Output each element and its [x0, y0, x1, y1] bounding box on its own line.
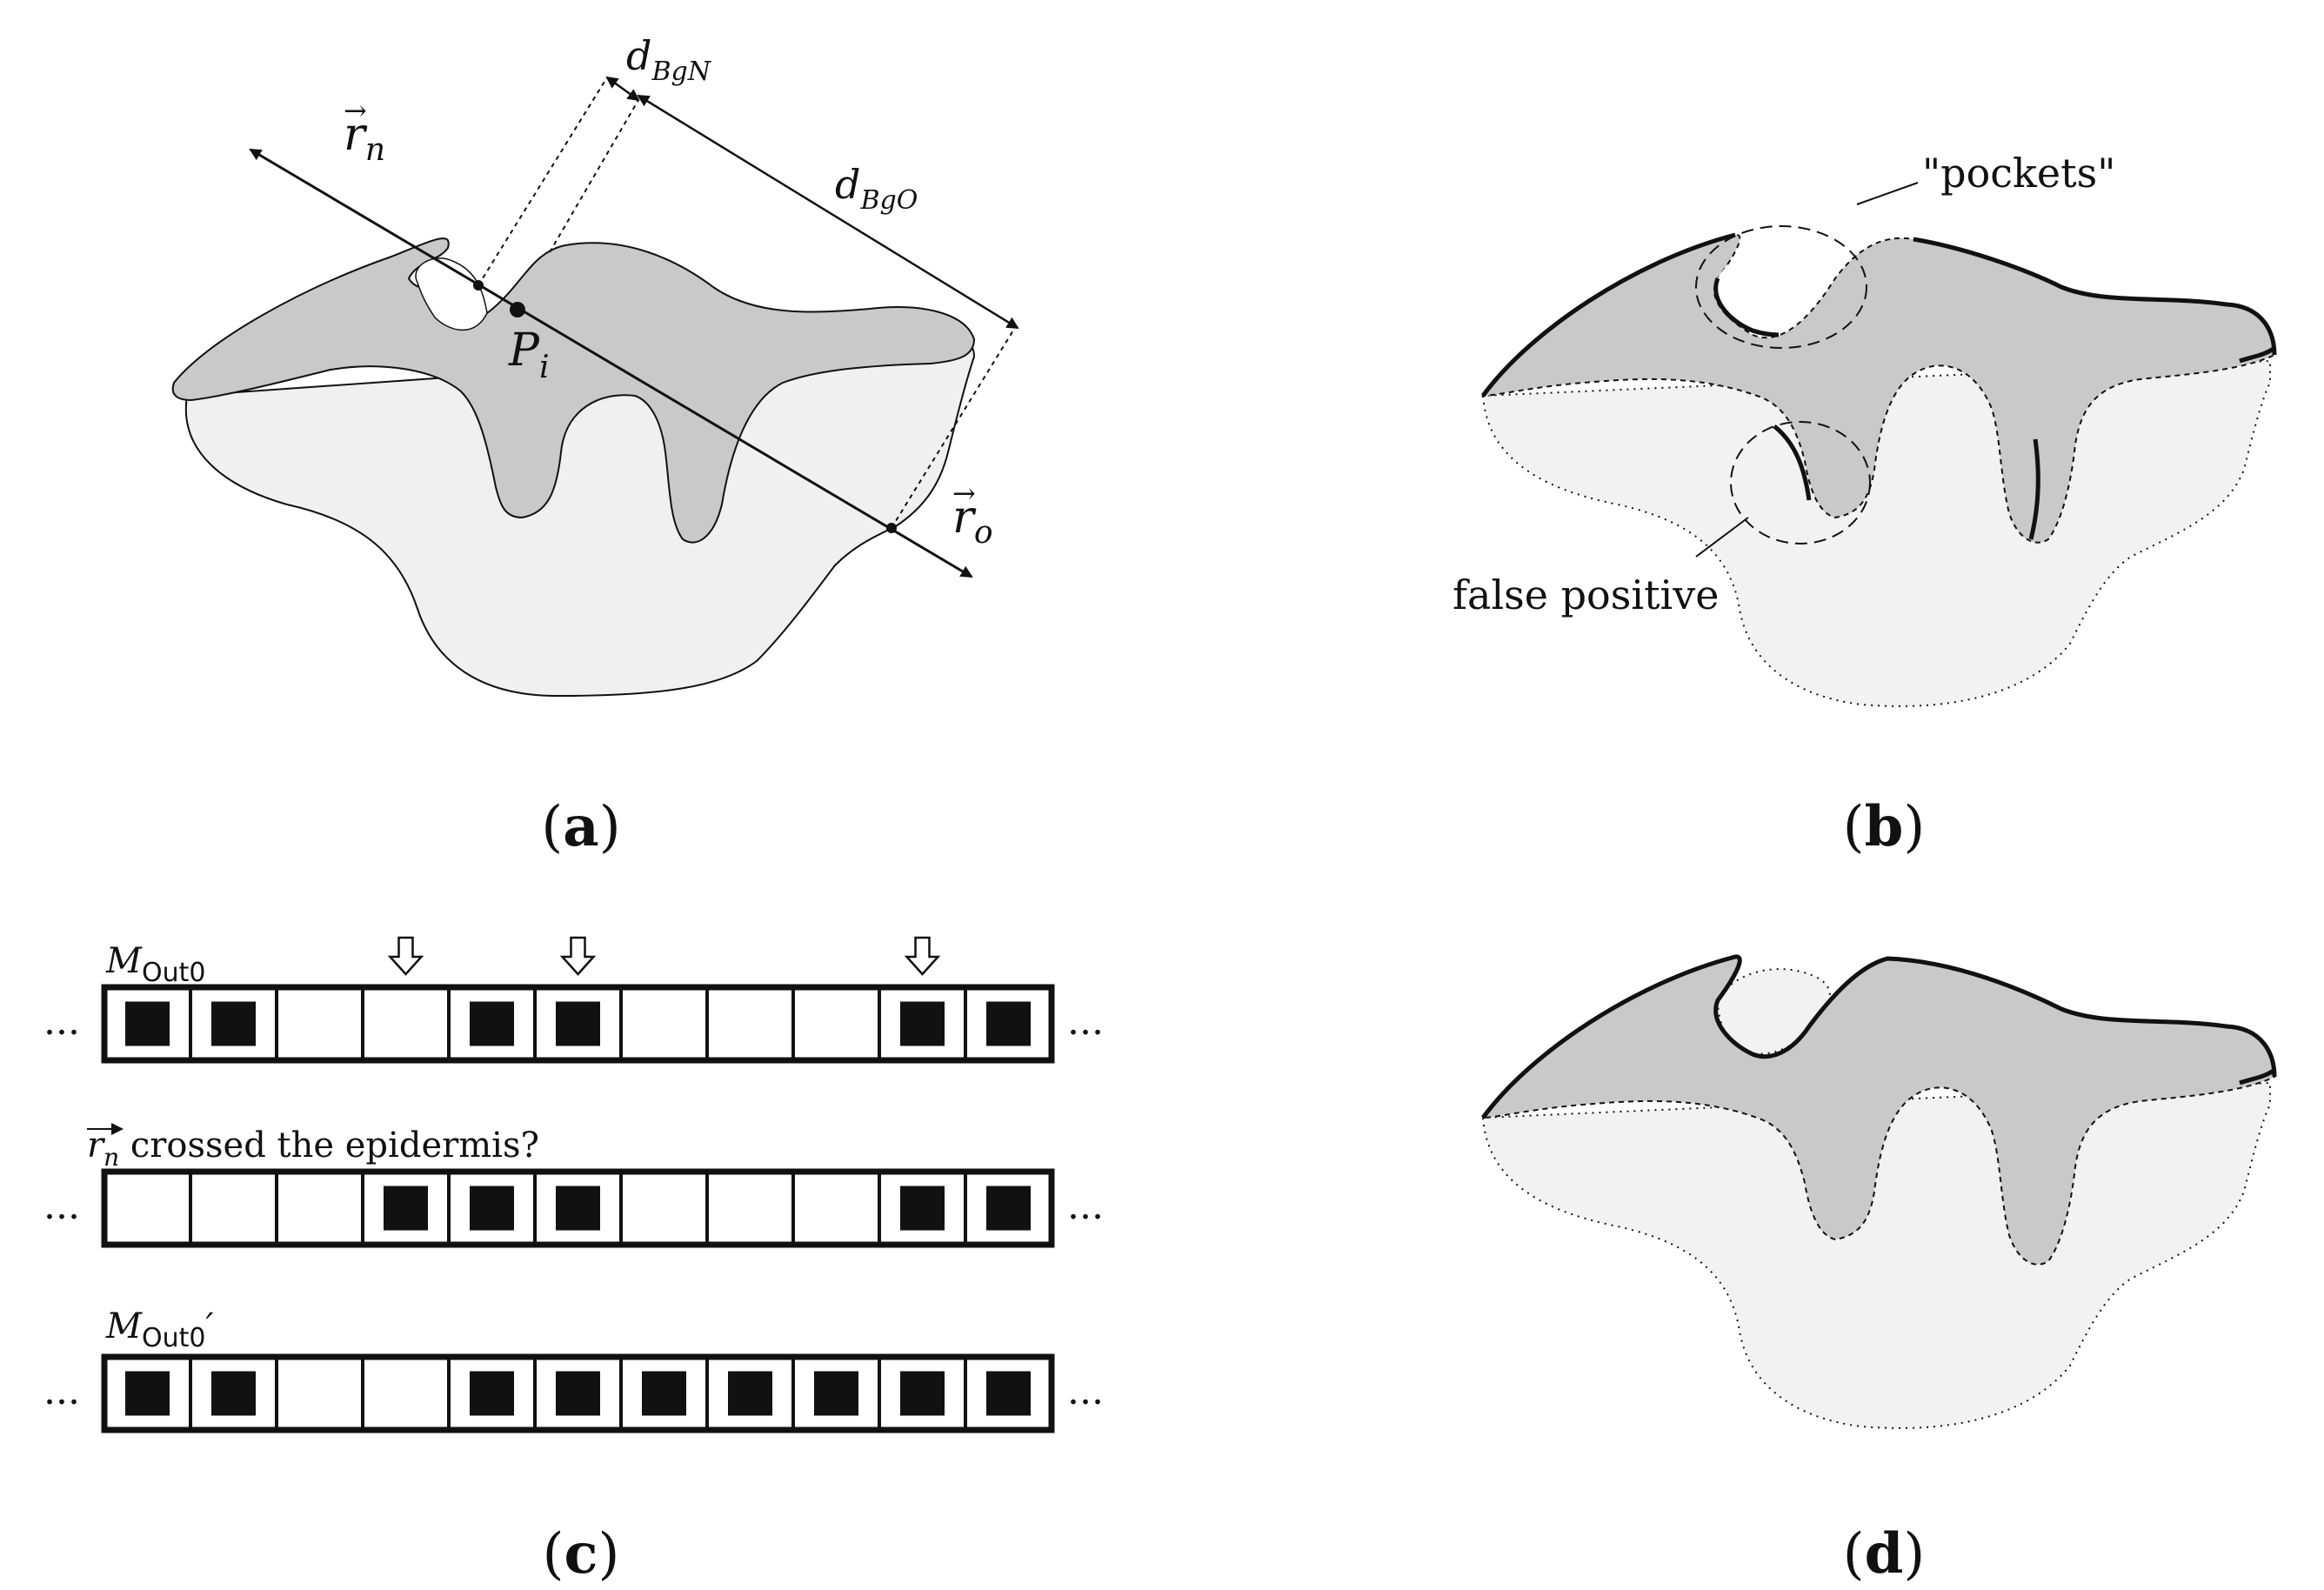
cell-filled — [728, 1371, 772, 1416]
cell-filled — [900, 1371, 945, 1416]
cell-filled — [470, 1371, 514, 1416]
panel-b: "pockets" false positive (b) — [1452, 150, 2277, 859]
vector-ro-label: ro — [952, 491, 993, 551]
ellipsis-right: ... — [1067, 999, 1104, 1044]
pocket-region — [1718, 247, 1830, 332]
cell-filled — [556, 1186, 600, 1231]
cell-filled — [125, 1001, 170, 1046]
cell-filled — [556, 1001, 600, 1046]
projection-line-1 — [477, 77, 608, 286]
ellipsis-left: ... — [43, 1369, 80, 1413]
d-bgo-arrow — [637, 94, 1019, 330]
cell-filled — [900, 1001, 945, 1046]
detected-border-right-edge — [2239, 345, 2276, 364]
cell-filled — [986, 1001, 1031, 1046]
detected-border-right-finger — [2028, 438, 2040, 540]
projection-line-2 — [549, 99, 639, 253]
detected-border-top-left — [1480, 232, 1736, 398]
cell-filled — [642, 1371, 686, 1416]
cell-filled — [814, 1371, 858, 1416]
cell-filled — [125, 1371, 170, 1416]
d-bgo-label: dBgO — [835, 161, 918, 216]
panel-b-caption: (b) — [1843, 794, 1926, 859]
row-3-title: MOut0′ — [105, 1306, 214, 1353]
row-1-title: MOut0 — [105, 941, 205, 988]
false-positive-label: false positive — [1452, 571, 1719, 618]
cell-filled — [470, 1001, 514, 1046]
ellipsis-left: ... — [43, 1184, 80, 1228]
vector-rn-label: rn — [344, 109, 385, 168]
cell-filled — [384, 1186, 428, 1231]
vector-arrow-glyph: → — [344, 94, 367, 127]
d-bgn-label: dBgN — [626, 32, 712, 87]
cell-filled — [986, 1186, 1031, 1231]
pockets-leader — [1856, 182, 1919, 205]
down-arrow-icon — [387, 936, 424, 976]
cell-filled — [470, 1186, 514, 1231]
panel-d-caption: (d) — [1843, 1521, 1926, 1587]
arrow-marks — [387, 936, 941, 976]
intersection-point-1 — [473, 280, 484, 291]
pockets-label: "pockets" — [1922, 150, 2115, 197]
panel-a: rn → ro → Pi dBgN dBgO (a) — [171, 32, 1019, 859]
ellipsis-left: ... — [43, 999, 80, 1044]
detected-border-top — [1480, 954, 2277, 1119]
epidermis-region — [1481, 234, 2276, 544]
point-pi — [510, 302, 525, 317]
detected-border-right-edge — [2239, 1067, 2276, 1086]
vector-arrow-glyph: → — [952, 477, 976, 510]
cell-filled — [900, 1186, 945, 1231]
cell-filled — [211, 1001, 256, 1046]
false-positive-ellipse — [1730, 421, 1871, 544]
panel-d: (d) — [1480, 954, 2277, 1587]
ray-line — [249, 148, 973, 578]
cell-filled — [556, 1371, 600, 1416]
d-bgn-arrow — [605, 76, 640, 102]
false-positive-leader — [1695, 517, 1749, 558]
cell-rows: .................. — [43, 984, 1104, 1433]
detected-border-pocket — [1713, 277, 1780, 337]
intersection-point-2 — [886, 523, 897, 533]
panel-c-caption: (c) — [543, 1521, 620, 1587]
cell-filled — [986, 1371, 1031, 1416]
ellipsis-right: ... — [1067, 1369, 1104, 1413]
panel-a-caption: (a) — [541, 794, 620, 859]
ellipsis-right: ... — [1067, 1184, 1104, 1228]
down-arrow-icon — [559, 936, 597, 976]
panel-c: MOut0 rn crossed the epidermis? MOut0′ .… — [43, 936, 1104, 1587]
row-2-title: rn crossed the epidermis? — [87, 1126, 539, 1172]
down-arrow-icon — [904, 936, 941, 976]
cell-filled — [211, 1371, 256, 1416]
point-pi-label: Pi — [508, 324, 550, 385]
detected-border-top-right — [1913, 237, 2277, 356]
detected-border-false-positive — [1773, 424, 1812, 501]
pockets-ellipse — [1695, 225, 1867, 349]
